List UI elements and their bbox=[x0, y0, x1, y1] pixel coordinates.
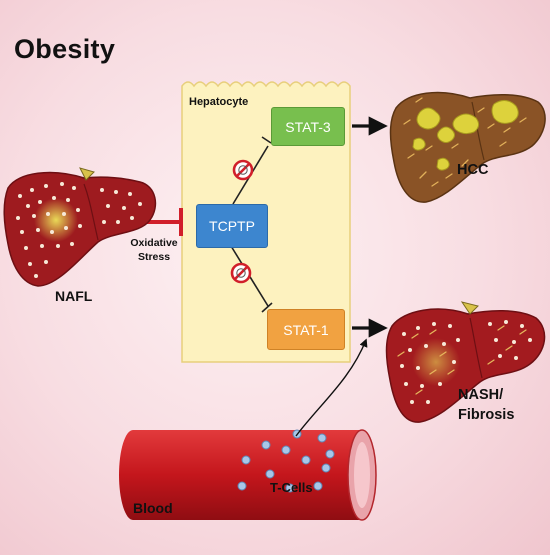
nash-line1: NASH/ bbox=[458, 387, 504, 403]
blood-vessel bbox=[119, 429, 377, 521]
oxidative-stress-label: Oxidative Stress bbox=[121, 236, 187, 264]
hcc-label: HCC bbox=[457, 162, 489, 178]
blood-label: Blood bbox=[133, 500, 173, 516]
stat1-node: STAT-1 bbox=[267, 309, 345, 350]
hcc-liver bbox=[389, 91, 546, 203]
nash-fibrosis-label: NASH/ Fibrosis bbox=[458, 385, 514, 425]
hepatocyte-label: Hepatocyte bbox=[189, 96, 249, 108]
blocked-icon-upper bbox=[232, 159, 254, 181]
nash-line2: Fibrosis bbox=[458, 407, 515, 423]
tcell-migration-arrow bbox=[295, 338, 368, 437]
stat3-node: STAT-3 bbox=[271, 107, 345, 146]
oxidative-stress-line2: Stress bbox=[137, 251, 171, 263]
oxidative-stress-line1: Oxidative bbox=[130, 237, 178, 249]
blocked-icon-lower bbox=[230, 262, 252, 284]
nash-fibrosis-liver bbox=[385, 301, 546, 423]
t-cells-label: T-Cells bbox=[270, 480, 313, 495]
tcptp-node: TCPTP bbox=[196, 204, 268, 248]
nafl-liver bbox=[3, 167, 157, 287]
nafl-label: NAFL bbox=[55, 288, 93, 304]
diagram-title: Obesity bbox=[14, 34, 116, 64]
